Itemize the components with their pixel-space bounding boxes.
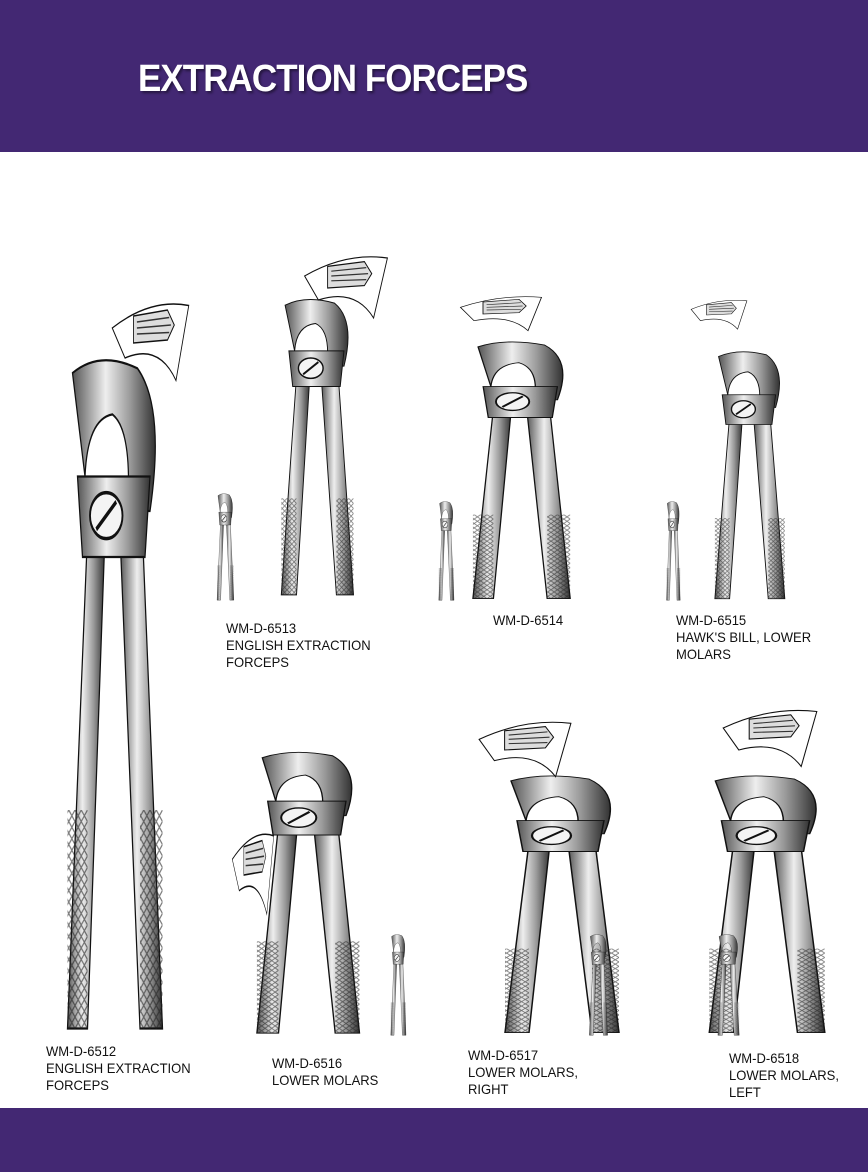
jaw-detail-image: [230, 828, 276, 922]
product-description: LOWER MOLARS,: [468, 1064, 578, 1080]
forceps-thumbnail-image: [388, 933, 408, 1037]
jaw-detail-image: [300, 252, 392, 324]
forceps-thumbnail-image: [214, 492, 236, 602]
forceps-image: [484, 772, 634, 1037]
forceps-image: [238, 748, 373, 1038]
jaw-detail-image: [688, 298, 750, 332]
product-description: ENGLISH EXTRACTION: [46, 1060, 191, 1076]
page-title: EXTRACTION FORCEPS: [138, 58, 528, 100]
product-description: MOLARS: [676, 646, 731, 662]
product-code: WM-D-6518: [729, 1050, 800, 1066]
forceps-image: [688, 772, 840, 1037]
jaw-detail-image: [718, 706, 822, 772]
forceps-image: [268, 295, 363, 600]
product-code: WM-D-6515: [676, 612, 747, 628]
forceps-thumbnail-image: [664, 500, 682, 602]
product-code: WM-D-6517: [468, 1047, 539, 1063]
product-code: WM-D-6516: [272, 1055, 343, 1071]
forceps-image: [455, 338, 583, 603]
product-description: LOWER MOLARS: [272, 1072, 379, 1088]
product-description: FORCEPS: [226, 654, 289, 670]
product-description: LOWER MOLARS,: [729, 1067, 839, 1083]
product-description: RIGHT: [468, 1081, 509, 1097]
footer-banner: [0, 1108, 868, 1172]
product-description: FORCEPS: [46, 1077, 109, 1093]
forceps-image: [50, 350, 175, 1040]
product-code: WM-D-6512: [46, 1043, 117, 1059]
product-label: WM-D-6514: [493, 612, 563, 629]
jaw-detail-image: [456, 294, 546, 334]
forceps-thumbnail-image: [714, 933, 742, 1037]
product-code: WM-D-6513: [226, 620, 297, 636]
product-description: ENGLISH EXTRACTION: [226, 637, 371, 653]
forceps-thumbnail-image: [436, 500, 456, 602]
product-description: HAWK'S BILL, LOWER: [676, 629, 812, 645]
jaw-detail-image: [474, 718, 576, 782]
forceps-thumbnail-image: [586, 933, 610, 1037]
header-banner: EXTRACTION FORCEPS: [0, 0, 868, 152]
product-code: WM-D-6514: [493, 612, 564, 628]
jaw-detail-image: [108, 298, 193, 388]
forceps-image: [702, 348, 794, 603]
product-description: LEFT: [729, 1084, 761, 1100]
